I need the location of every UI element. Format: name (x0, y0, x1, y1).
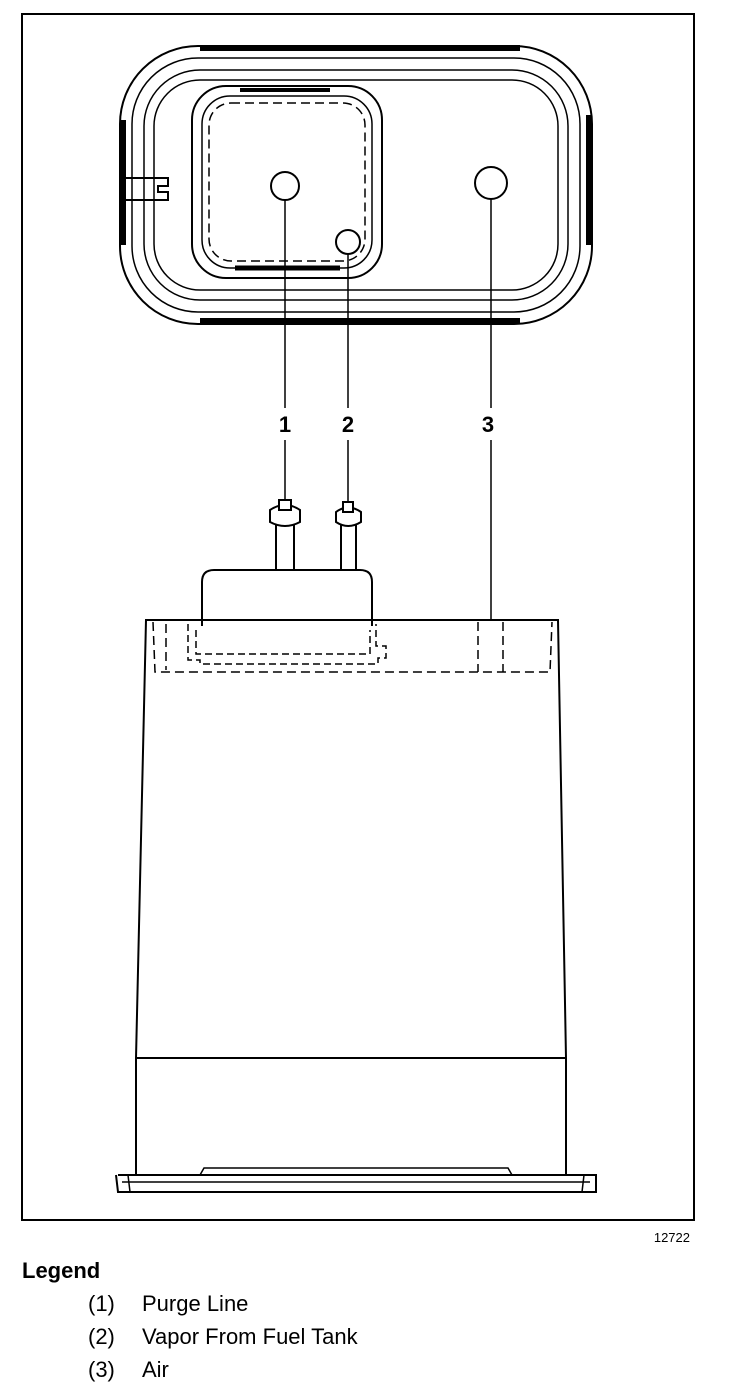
callout-3: 3 (482, 412, 494, 437)
leader-lines (284, 199, 492, 620)
callout-2: 2 (342, 412, 354, 437)
legend-item: (1) Purge Line (22, 1291, 248, 1324)
figure-id: 12722 (654, 1230, 690, 1245)
canister-nozzles (269, 499, 362, 569)
legend-key: (3) (88, 1357, 115, 1382)
legend-item: (3) Air (22, 1357, 169, 1390)
legend-item: (2) Vapor From Fuel Tank (22, 1324, 358, 1357)
legend: Legend (1) Purge Line (2) Vapor From Fue… (22, 1258, 358, 1390)
legend-label: Purge Line (142, 1291, 249, 1316)
canister-top-view (119, 45, 593, 325)
port-vapor-top (335, 229, 361, 255)
figure-frame (21, 13, 695, 1221)
canister-cap (201, 569, 373, 626)
evap-canister-diagram: 1 2 3 12722 (21, 13, 695, 1245)
legend-title: Legend (22, 1258, 101, 1283)
canister-body (115, 619, 597, 1193)
legend-key: (2) (88, 1324, 115, 1349)
callout-1: 1 (279, 412, 291, 437)
legend-key: (1) (88, 1291, 115, 1316)
port-purge-top (270, 171, 300, 201)
legend-label: Air (142, 1357, 169, 1382)
legend-label: Vapor From Fuel Tank (142, 1324, 358, 1349)
port-air-top (474, 166, 508, 200)
